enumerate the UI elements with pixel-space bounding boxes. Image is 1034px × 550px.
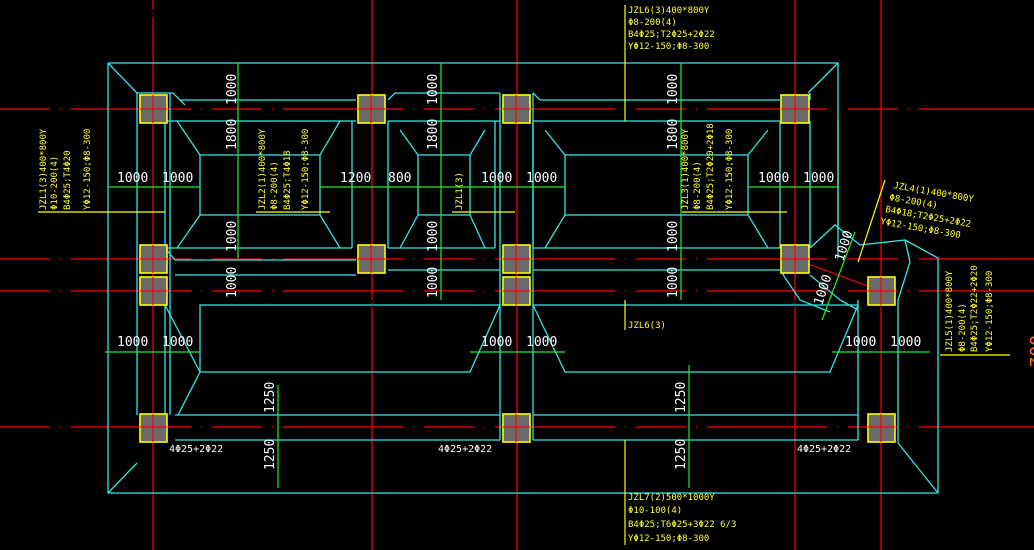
dim-text: 800 xyxy=(388,171,411,186)
label-line: JZL2(1)400*800Y xyxy=(258,128,268,210)
beam-label-jzl1-short[interactable]: JZL1(3) xyxy=(455,172,465,210)
beam-label-jzl4[interactable]: JZL4(1)400*800Y Φ8-200(4) B4Φ18;T2Φ25+2Φ… xyxy=(879,181,974,241)
column-crosshairs xyxy=(140,95,895,442)
rebar-note: 4Φ25+2Φ22 xyxy=(169,444,223,455)
dim-text: 1000 xyxy=(162,171,193,186)
panel-3-outline xyxy=(532,121,781,249)
dim-text: 1000 xyxy=(117,335,148,350)
beam-label-jzl6-top[interactable]: JZL6(3)400*800Y Φ8-200(4) B4Φ25;T2Φ25+2Φ… xyxy=(628,6,715,52)
corner-diagonals xyxy=(107,62,939,494)
label-line: B4Φ25;T2Φ25+2Φ22 xyxy=(628,30,715,40)
panel-4-outline xyxy=(809,121,839,248)
top-beam-lower-edge xyxy=(148,99,780,122)
label-line: B4Φ25;T2Φ20+2Φ18 xyxy=(706,123,716,210)
dimension-text: 1000 1800 1000 1000 1000 1800 1000 1000 … xyxy=(117,74,921,470)
dim-text: 1000 xyxy=(426,74,441,105)
leader-jzl4 xyxy=(857,179,886,263)
label-line: YΦ12-150;Φ8-300 xyxy=(301,129,311,210)
label-line: Φ8-200(4) xyxy=(958,303,968,352)
panel-2-outline xyxy=(387,121,496,249)
label-line: B4Φ25;T4Φ18 xyxy=(283,150,293,210)
dim-text: 1250 xyxy=(263,382,278,413)
dim-text: 1000 xyxy=(481,335,512,350)
label-line: YΦ12-150;Φ8-300 xyxy=(985,271,995,352)
lower-panel-2-outline xyxy=(164,304,859,416)
label-line: Φ8-200(4) xyxy=(693,161,703,210)
dim-text: 1000 xyxy=(812,273,836,307)
label-line: YΦ12-150;Φ8-300 xyxy=(725,129,735,210)
column-strips xyxy=(136,93,899,443)
dim-text: 1800 xyxy=(426,119,441,150)
bottom-beam-edges xyxy=(164,414,858,441)
dim-text: 1000 xyxy=(845,335,876,350)
beam-label-jzl5[interactable]: JZL5(1)400*800Y Φ8-200(4) B4Φ25;T2Φ22+2Φ… xyxy=(945,265,995,352)
dim-text: 1000 xyxy=(225,221,240,252)
dim-text: 1000 xyxy=(758,171,789,186)
dim-text: 1000 xyxy=(890,335,921,350)
panel-1-outline xyxy=(164,120,353,249)
beam-label-jzl1-left[interactable]: JZL1(3)400*800Y Φ10-200(4) B4Φ25;T4Φ20 Y… xyxy=(39,128,93,210)
label-line: B4Φ25;T6Φ25+3Φ22 6/3 xyxy=(628,520,736,530)
dim-text: 1000 xyxy=(481,171,512,186)
beam-outlines xyxy=(107,62,939,494)
beam-label-jzl2[interactable]: JZL2(1)400*800Y Φ8-200(4) B4Φ25;T4Φ18 YΦ… xyxy=(258,128,311,210)
label-line: Φ10-100(4) xyxy=(628,506,682,516)
dim-text: 1000 xyxy=(803,171,834,186)
dim-text: 1800 xyxy=(666,119,681,150)
lower-panel-1-outline xyxy=(164,304,502,420)
dim-text: 1000 xyxy=(666,74,681,105)
rebar-note: 4Φ25+2Φ22 xyxy=(797,444,851,455)
label-line: B4Φ25;T2Φ22+2Φ20 xyxy=(970,265,980,352)
dim-text: 1800 xyxy=(225,119,240,150)
beam-label-jzl3[interactable]: JZL3(1)400*800Y Φ8-200(4) B4Φ25;T2Φ20+2Φ… xyxy=(681,123,735,210)
dim-text: 1000 xyxy=(833,229,857,263)
top-beam-upper-edge xyxy=(137,92,811,101)
leader-lines xyxy=(38,5,1010,545)
dim-text: 1000 xyxy=(526,171,557,186)
crosshair-marks xyxy=(140,95,895,442)
dim-text: 1000 xyxy=(225,74,240,105)
dim-text: 1250 xyxy=(263,439,278,470)
rebar-note: 4Φ25+2Φ22 xyxy=(438,444,492,455)
edge-annotation-text: 002 xyxy=(1025,335,1034,368)
dim-text: 1250 xyxy=(674,382,689,413)
label-line: Φ8-200(4) xyxy=(270,161,280,210)
beam-label-jzl7-bottom[interactable]: JZL7(2)500*1000Y Φ10-100(4) B4Φ25;T6Φ25+… xyxy=(628,493,736,544)
label-line: JZL7(2)500*1000Y xyxy=(628,493,715,503)
dim-text: 1250 xyxy=(674,439,689,470)
label-line: Φ8-200(4) xyxy=(628,18,677,28)
dim-text: 1200 xyxy=(340,171,371,186)
dim-text: 1000 xyxy=(426,267,441,298)
dim-text: 1000 xyxy=(526,335,557,350)
label-line: Φ10-200(4) xyxy=(50,156,60,210)
dim-text: 1000 xyxy=(117,171,148,186)
dim-text: 1000 xyxy=(426,221,441,252)
dimension-lines xyxy=(105,63,930,488)
dim-text: 1000 xyxy=(225,267,240,298)
beam-label-jzl6-short[interactable]: JZL6(3) xyxy=(628,321,666,331)
label-line: JZL1(3)400*800Y xyxy=(39,128,49,210)
dim-line-skew xyxy=(821,231,856,321)
dim-text: 1000 xyxy=(666,221,681,252)
label-line: YΦ12-150;Φ8-300 xyxy=(628,42,709,52)
dim-text: 1000 xyxy=(666,267,681,298)
label-line: JZL3(1)400*800Y xyxy=(681,128,691,210)
label-line: YΦ12-150;Φ8-300 xyxy=(628,534,709,544)
label-line: B4Φ25;T4Φ20 xyxy=(63,150,73,210)
label-line: JZL6(3)400*800Y xyxy=(628,6,710,16)
skewed-beam-outline xyxy=(779,224,911,313)
label-line: YΦ12-150;Φ8-300 xyxy=(83,129,93,210)
middle-beam-edges xyxy=(164,247,780,276)
dim-text: 1000 xyxy=(162,335,193,350)
label-line: JZL5(1)400*800Y xyxy=(945,270,955,352)
